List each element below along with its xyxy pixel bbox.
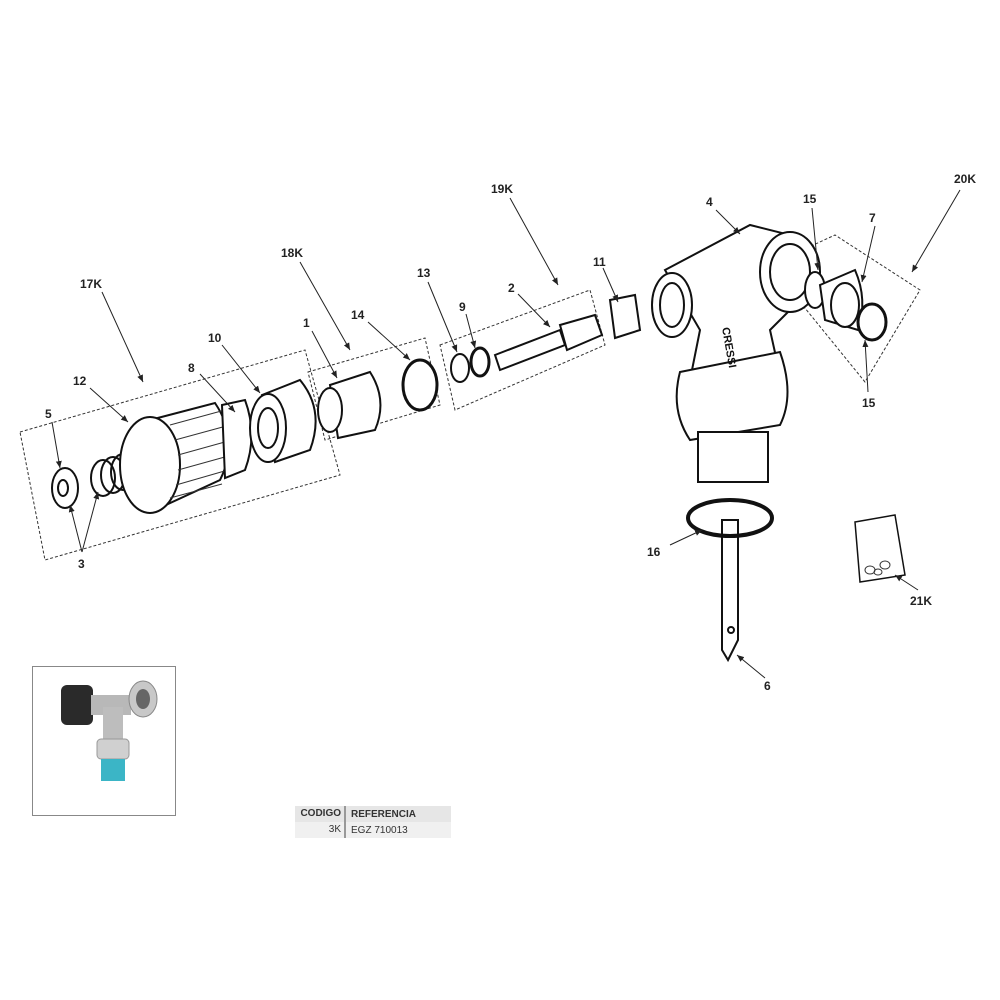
- part-14-o-ring: [401, 358, 439, 412]
- product-photo: [32, 666, 176, 816]
- part-5-nut: [51, 467, 79, 509]
- label-21k: 21K: [910, 594, 932, 608]
- label-12: 12: [73, 374, 87, 388]
- label-14: 14: [351, 308, 365, 322]
- label-16: 16: [647, 545, 661, 559]
- label-20k: 20K: [954, 172, 976, 186]
- header-codigo: CODIGO: [295, 806, 346, 822]
- label-8: 8: [188, 361, 195, 375]
- cell-referencia: EGZ 710013: [351, 824, 408, 836]
- label-5: 5: [45, 407, 52, 421]
- group-box-19k: [439, 289, 606, 411]
- label-17k: 17K: [80, 277, 102, 291]
- header-referencia: REFERENCIA: [351, 808, 417, 820]
- leader-lines: [51, 189, 961, 679]
- part-7-filter: [818, 268, 864, 332]
- label-18k: 18K: [281, 246, 303, 260]
- group-box-17k: [19, 349, 341, 561]
- label-4: 4: [706, 195, 713, 209]
- part-13-washer: [450, 353, 470, 383]
- label-1: 1: [303, 316, 310, 330]
- valve-photo-illustration: [61, 680, 158, 781]
- part-12-knob: [119, 398, 253, 514]
- cell-codigo: 3K: [295, 822, 346, 838]
- reference-table: CODIGO REFERENCIA 3K EGZ 710013: [295, 806, 451, 838]
- label-10: 10: [208, 331, 222, 345]
- group-box-18k: [307, 337, 441, 441]
- label-6: 6: [764, 679, 771, 693]
- part-21k-kit-bag: [854, 514, 906, 583]
- label-2: 2: [508, 281, 515, 295]
- part-15-o-ring-2: [856, 302, 888, 342]
- label-9: 9: [459, 300, 466, 314]
- label-15-bottom: 15: [862, 396, 876, 410]
- part-11-seat: [608, 293, 642, 340]
- part-2-valve-stem: [493, 313, 604, 372]
- label-19k: 19K: [491, 182, 513, 196]
- part-1-spindle-housing: [317, 370, 382, 440]
- label-11: 11: [593, 255, 606, 269]
- part-4-valve-body: CRESSI: [651, 223, 821, 663]
- label-3: 3: [78, 557, 85, 571]
- label-13: 13: [417, 266, 431, 280]
- part-9-o-ring: [469, 346, 491, 378]
- label-7: 7: [869, 211, 876, 225]
- part-10-bonnet: [249, 378, 317, 464]
- table-row: 3K EGZ 710013: [295, 822, 451, 838]
- table-header-row: CODIGO REFERENCIA: [295, 806, 451, 822]
- label-15-top: 15: [803, 192, 817, 206]
- part-16-o-ring: [686, 498, 774, 538]
